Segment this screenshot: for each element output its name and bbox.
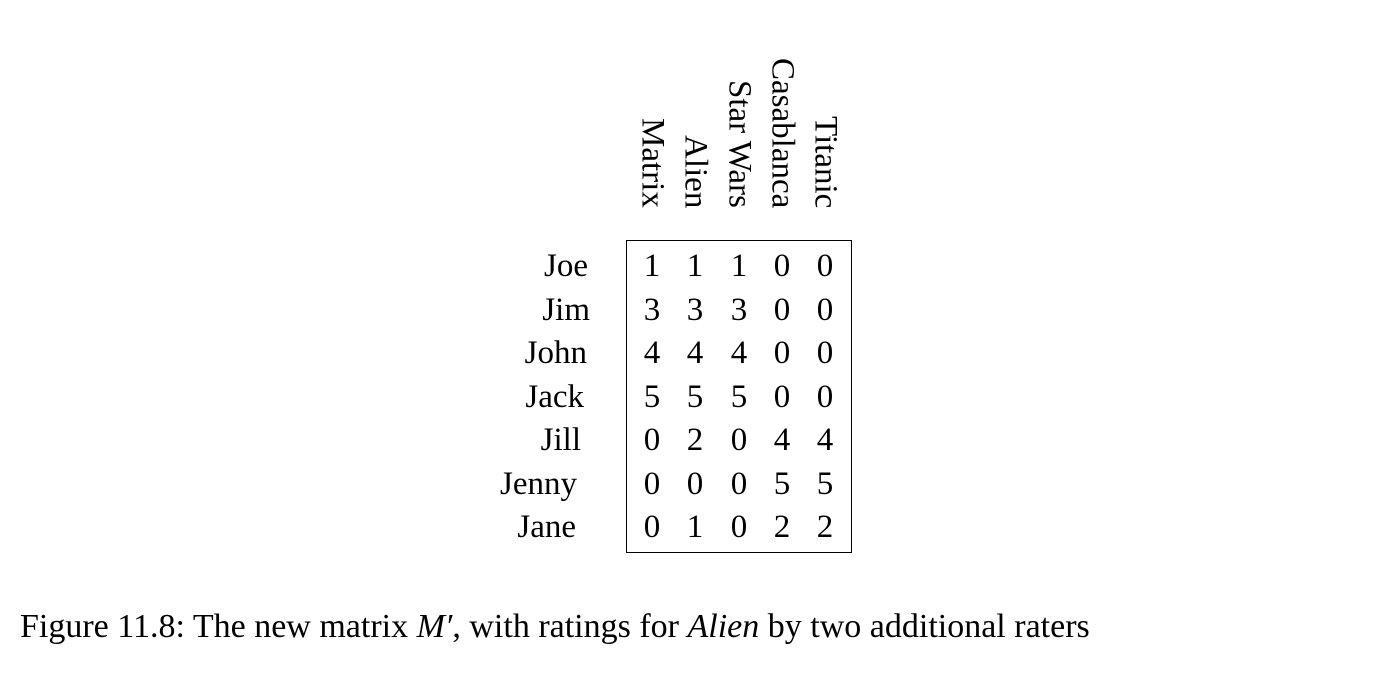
matrix-cell: 0: [686, 465, 704, 502]
caption-middle: , with ratings for: [452, 608, 688, 645]
column-header-matrix: Matrix: [634, 118, 671, 208]
matrix-cell: 0: [816, 248, 834, 284]
matrix-cell: 0: [773, 378, 791, 415]
row-label-jill: Jill: [540, 422, 581, 458]
matrix-cell: 2: [816, 509, 834, 545]
matrix-cell: 0: [773, 335, 791, 371]
caption-matrix-symbol: M′: [416, 608, 453, 645]
matrix-cell: 5: [643, 378, 661, 415]
matrix-cell: 5: [773, 465, 791, 502]
row-label-jack: Jack: [525, 378, 584, 415]
matrix-cell: 1: [686, 248, 704, 284]
matrix-cell: 0: [816, 335, 834, 371]
caption-prefix: Figure 11.8: The new matrix: [20, 608, 417, 645]
matrix-cell: 0: [730, 422, 748, 458]
column-header-star-wars: Star Wars: [721, 80, 758, 208]
caption-movie: Alien: [687, 608, 760, 645]
matrix-cell: 1: [730, 248, 748, 284]
column-header-casablanca: Casablanca: [764, 58, 801, 209]
matrix-cell: 5: [730, 378, 748, 415]
matrix-cell: 4: [730, 335, 748, 371]
matrix-cell: 3: [686, 291, 704, 328]
matrix-cell: 5: [816, 465, 834, 502]
row-label-jenny: Jenny: [500, 465, 577, 502]
matrix-cell: 3: [730, 291, 748, 328]
column-header-titanic: Titanic: [807, 116, 844, 209]
row-label-john: John: [524, 335, 587, 371]
matrix-cell: 0: [643, 465, 661, 502]
matrix-cell: 0: [643, 509, 661, 545]
matrix-cell: 0: [773, 291, 791, 328]
matrix-box: [626, 240, 852, 553]
matrix-cell: 3: [643, 291, 661, 328]
row-label-joe: Joe: [544, 248, 588, 284]
matrix-cell: 0: [643, 422, 661, 458]
matrix-cell: 0: [730, 465, 748, 502]
matrix-cell: 1: [643, 248, 661, 284]
matrix-cell: 0: [773, 248, 791, 284]
column-header-alien: Alien: [677, 135, 714, 209]
matrix-cell: 4: [643, 335, 661, 371]
caption-suffix: by two additional raters: [759, 608, 1090, 645]
row-label-jim: Jim: [542, 291, 590, 328]
row-label-jane: Jane: [517, 509, 576, 545]
matrix-cell: 4: [816, 422, 834, 458]
matrix-cell: 1: [686, 509, 704, 545]
matrix-cell: 2: [686, 422, 704, 458]
matrix-cell: 5: [686, 378, 704, 415]
matrix-cell: 2: [773, 509, 791, 545]
figure-caption: Figure 11.8: The new matrix M′, with rat…: [20, 610, 1090, 644]
matrix-cell: 4: [773, 422, 791, 458]
matrix-cell: 4: [686, 335, 704, 371]
matrix-cell: 0: [816, 378, 834, 415]
matrix-cell: 0: [730, 509, 748, 545]
matrix-cell: 0: [816, 291, 834, 328]
